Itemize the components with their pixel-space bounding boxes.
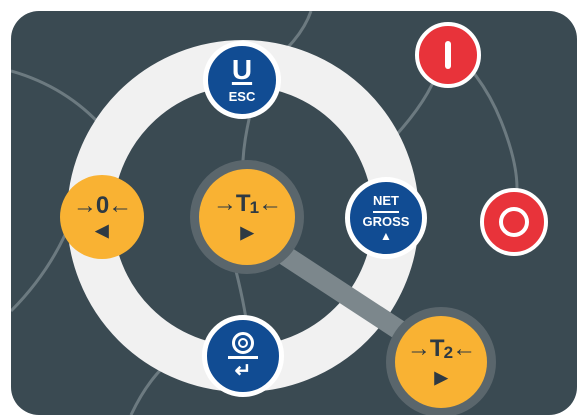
right-arrow-icon: ▶: [434, 368, 448, 387]
esc-key-label: ESC: [228, 88, 256, 104]
tare2-button[interactable]: →T2← ▶: [395, 316, 487, 408]
print-enter-button[interactable]: ↵: [202, 315, 284, 397]
power-off-button[interactable]: [480, 188, 548, 256]
tare1-button[interactable]: →T1← ▶: [199, 169, 295, 265]
enter-icon: ↵: [234, 359, 252, 382]
tare1-digit: 1: [249, 198, 260, 217]
units-key-label: U: [231, 53, 253, 85]
keypad-panel: U ESC →0← ◀ →T1← ▶ NET GROSS ▲ ↵ →T2← ▶: [11, 11, 577, 415]
tare1-end-arrow: ←: [258, 190, 282, 217]
tare-connector: [276, 246, 426, 351]
tare2-digit: 2: [443, 343, 454, 362]
power-icon: [445, 41, 451, 69]
tare2-key-label: →T2←: [406, 335, 476, 365]
stop-icon: [499, 207, 529, 237]
gross-label: GROSS: [362, 214, 410, 229]
zero-button[interactable]: →0← ◀: [60, 175, 144, 259]
power-on-button[interactable]: [415, 22, 481, 88]
right-arrow-icon: ▶: [240, 223, 254, 242]
print-zero-icon: [232, 331, 254, 354]
deco-curve-5: [11, 220, 73, 313]
tare2-main-text: →T: [406, 335, 445, 362]
up-arrow-icon: ▲: [380, 229, 392, 243]
left-arrow-icon: ◀: [95, 221, 109, 240]
print-zero-dot: [238, 337, 248, 348]
print-zero-underline: [228, 355, 258, 359]
tare1-main-text: →T: [212, 190, 251, 217]
net-gross-button[interactable]: NET GROSS ▲: [345, 177, 427, 259]
net-label: NET: [373, 194, 399, 213]
zero-key-label: →0←: [72, 192, 132, 219]
tare1-key-label: →T1←: [212, 190, 282, 220]
units-esc-button[interactable]: U ESC: [203, 41, 281, 119]
tare2-end-arrow: ←: [452, 335, 476, 362]
